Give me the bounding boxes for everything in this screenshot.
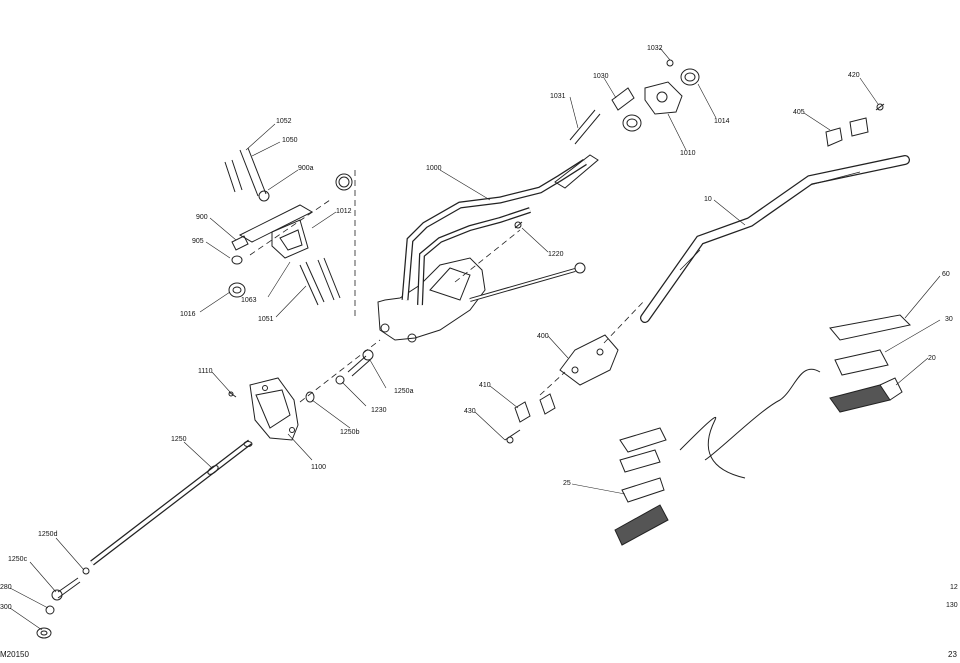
label-30: 30 — [945, 316, 953, 323]
label-1051: 1051 — [258, 316, 274, 323]
label-1250b: 1250b — [340, 429, 360, 436]
label-1031: 1031 — [550, 93, 566, 100]
handlebar — [640, 155, 910, 323]
label-20: 20 — [928, 355, 936, 362]
label-1250d: 1250d — [38, 531, 58, 538]
label-12: 12 — [950, 584, 958, 591]
label-60: 60 — [942, 271, 950, 278]
upper-clamp — [825, 103, 885, 147]
label-300: 300 — [0, 604, 12, 611]
label-280: 280 — [0, 584, 12, 591]
label-410: 410 — [479, 382, 491, 389]
left-grip-assembly — [614, 416, 746, 546]
label-130: 130 — [946, 602, 958, 609]
label-900: 900 — [196, 214, 208, 221]
page-number: 23 — [948, 650, 957, 659]
label-400: 400 — [537, 333, 549, 340]
riser-clamp — [224, 147, 353, 306]
steering-column — [90, 439, 253, 566]
label-1250c: 1250c — [8, 556, 28, 563]
handlebar-clamp — [569, 59, 700, 145]
label-25: 25 — [563, 480, 571, 487]
lower-yoke — [36, 567, 90, 639]
steering-support-frame — [377, 154, 599, 343]
label-900a: 900a — [298, 165, 314, 172]
label-1016: 1016 — [180, 311, 196, 318]
tie-rod — [469, 221, 586, 302]
label-1100: 1100 — [311, 464, 327, 471]
diagram-code: M20150 — [0, 650, 29, 659]
label-1110: 1110 — [198, 368, 213, 375]
column-support-bracket — [228, 377, 299, 441]
label-430: 430 — [464, 408, 476, 415]
label-1012: 1012 — [336, 208, 352, 215]
label-420: 420 — [848, 72, 860, 79]
label-1063: 1063 — [241, 297, 257, 304]
label-1220: 1220 — [548, 251, 564, 258]
label-1230: 1230 — [371, 407, 387, 414]
label-1010: 1010 — [680, 150, 696, 157]
label-1000: 1000 — [426, 165, 442, 172]
label-1250a: 1250a — [394, 388, 414, 395]
label-405: 405 — [793, 109, 805, 116]
label-1250: 1250 — [171, 436, 187, 443]
label-1014: 1014 — [714, 118, 730, 125]
label-1050: 1050 — [282, 137, 298, 144]
label-905: 905 — [192, 238, 204, 245]
column-hardware — [305, 349, 374, 403]
label-1052: 1052 — [276, 118, 292, 125]
label-1032: 1032 — [647, 45, 663, 52]
mounting-block — [504, 334, 619, 444]
leader-lines — [9, 47, 941, 631]
label-1030: 1030 — [593, 73, 609, 80]
right-grip-assembly — [704, 314, 912, 461]
label-10: 10 — [704, 196, 712, 203]
